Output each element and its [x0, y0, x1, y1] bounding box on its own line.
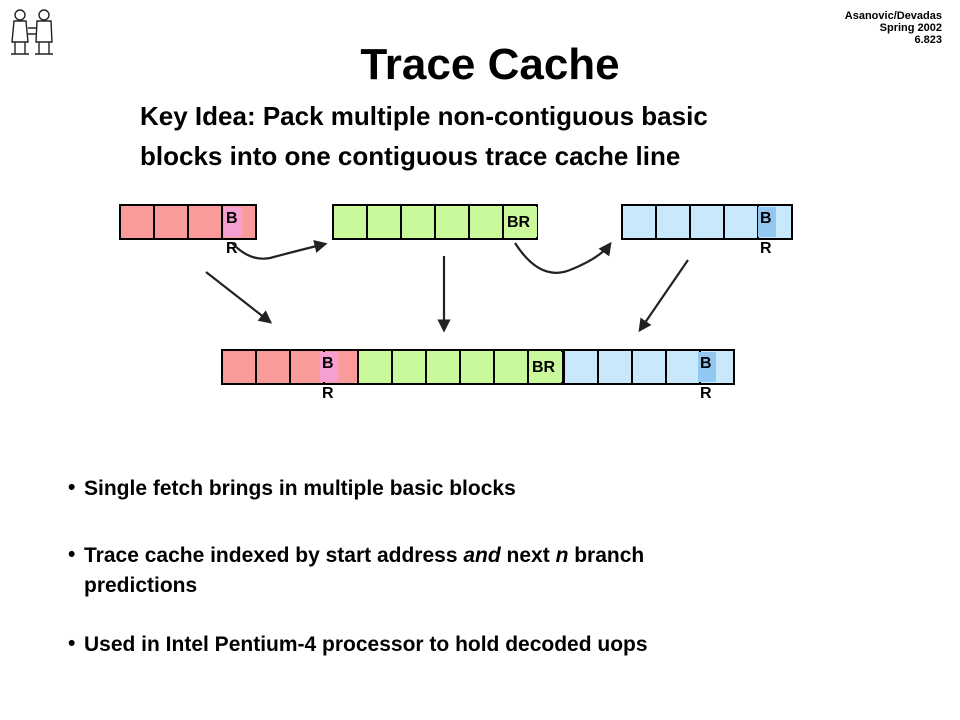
bullet-text: Trace cache indexed by start address and…: [84, 544, 645, 567]
basic-block-green: BR: [332, 204, 538, 240]
arrow-blue-to-trace: [638, 259, 689, 333]
cache-cell: [221, 349, 257, 385]
branch-label-b: B: [226, 210, 238, 227]
cache-cell: [434, 204, 470, 240]
credits-course: 6.823: [914, 34, 942, 46]
branch-cell: [505, 207, 537, 237]
cache-cell: [332, 204, 368, 240]
cache-cell: [631, 349, 667, 385]
cache-cell: [597, 349, 633, 385]
arrows: [205, 240, 689, 333]
mit-seal-logo-icon: [11, 9, 53, 55]
cache-cell: [425, 349, 461, 385]
credits-author: Asanovic/Devadas: [844, 10, 942, 22]
branch-cell: [224, 207, 242, 237]
basic-block-blue: BR: [621, 204, 793, 257]
arrow-red-to-trace: [205, 271, 273, 324]
cache-cell: [723, 204, 759, 240]
cache-cell: [665, 349, 701, 385]
slide-title: Trace Cache: [360, 40, 620, 89]
branch-cell: [758, 207, 776, 237]
cache-cell: [366, 204, 402, 240]
credits-term: Spring 2002: [879, 22, 942, 34]
branch-label-r: R: [322, 385, 334, 402]
branch-label-b: B: [700, 355, 712, 372]
bullet-text: Single fetch brings in multiple basic bl…: [84, 477, 516, 500]
bullet-text-continuation: predictions: [84, 574, 198, 597]
cache-cell: [119, 204, 155, 240]
branch-label-r: R: [226, 240, 238, 257]
key-idea-line-1: Key Idea: Pack multiple non-contiguous b…: [140, 101, 708, 131]
key-idea: Key Idea: Pack multiple non-contiguous b…: [140, 96, 900, 176]
cache-cell: [493, 349, 529, 385]
branch-label-r: R: [760, 240, 772, 257]
branch-cell: [530, 352, 562, 382]
branch-cell: [320, 352, 338, 382]
course-credits: Asanovic/Devadas Spring 2002 6.823: [845, 10, 942, 46]
cache-cell: [468, 204, 504, 240]
curved-arrow-red-to-green: [231, 240, 328, 260]
cache-cell: [391, 349, 427, 385]
cache-cell: [400, 204, 436, 240]
branch-label-b: B: [760, 210, 772, 227]
branch-cell: [698, 352, 716, 382]
cache-cell: [357, 349, 393, 385]
cache-cell: [621, 204, 657, 240]
branch-label: BR: [507, 214, 531, 231]
cache-cell: [153, 204, 189, 240]
cache-cell: [459, 349, 495, 385]
basic-block-red: BR: [119, 204, 257, 257]
branch-label-b: B: [322, 355, 334, 372]
branch-label: BR: [532, 359, 556, 376]
cache-cell: [563, 349, 599, 385]
curved-arrow-green-to-blue: [514, 241, 612, 274]
cache-cell: [289, 349, 325, 385]
cache-cell: [689, 204, 725, 240]
cache-cell: [255, 349, 291, 385]
key-idea-line-2: blocks into one contiguous trace cache l…: [140, 141, 681, 171]
cache-cell: [655, 204, 691, 240]
bullet-text: Used in Intel Pentium-4 processor to hol…: [84, 633, 648, 656]
cache-cell: [187, 204, 223, 240]
branch-label-r: R: [700, 385, 712, 402]
